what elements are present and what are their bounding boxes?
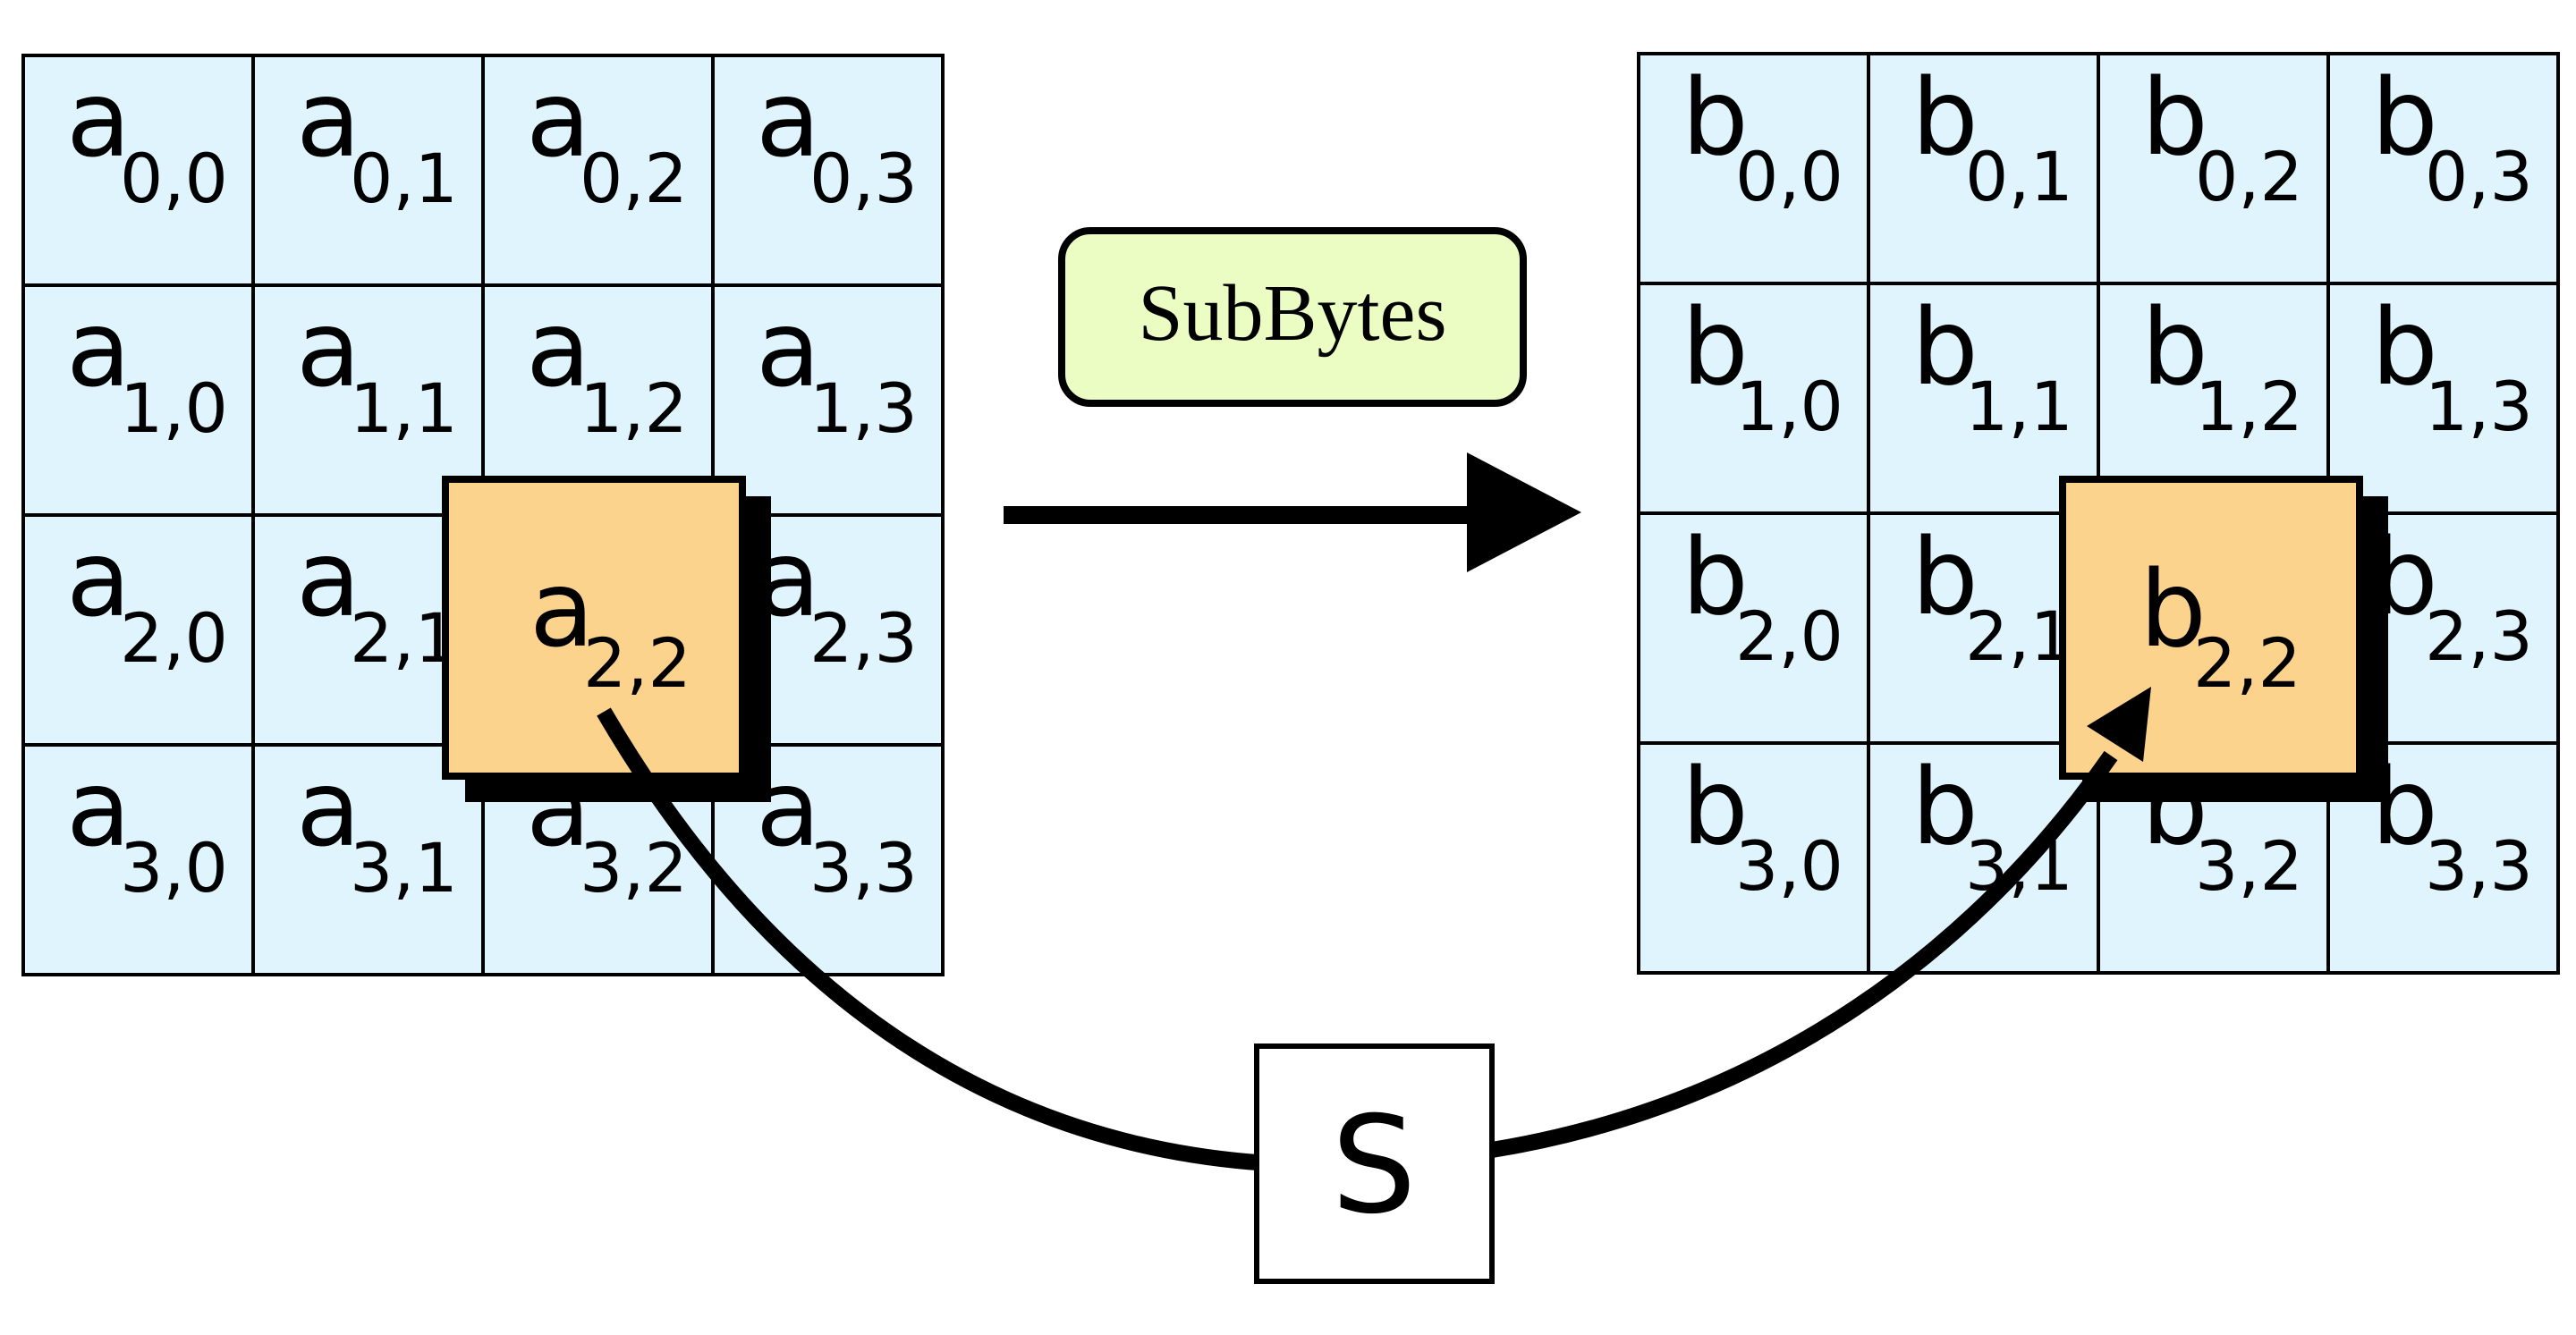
input-cell-letter-0-0: a [66, 57, 131, 181]
output-cell-index-3-0: 3,0 [1735, 826, 1843, 906]
input-highlight-cell: a 2,2 [442, 476, 771, 802]
output-cell-0-1 [1867, 52, 2100, 285]
output-cell-letter-1-0: b [1682, 285, 1749, 409]
input-highlight-letter: a [530, 547, 594, 671]
input-cell-letter-1-0: a [66, 287, 131, 410]
output-cell-2-0 [1637, 511, 1870, 745]
transform-arrow-head [1467, 452, 1581, 572]
sbox-curve-out [1490, 750, 2118, 1158]
input-cell-2-0 [21, 513, 255, 747]
input-cell-index-2-3: 2,3 [809, 598, 918, 678]
output-cell-index-2-1: 2,1 [1965, 596, 2073, 676]
sbox-frame [1254, 1043, 1495, 1284]
input-cell-index-1-3: 1,3 [809, 368, 918, 448]
output-cell-1-2 [2097, 282, 2330, 515]
sbox-label: S [1331, 1088, 1416, 1244]
output-cell-index-3-3: 3,3 [2425, 826, 2533, 906]
input-cell-letter-0-2: a [526, 57, 590, 181]
input-cell-letter-1-1: a [296, 287, 360, 410]
sbox-mapping-arrow [597, 687, 2151, 1170]
input-cell-letter-1-2: a [526, 287, 590, 410]
output-highlight-letter: b [2140, 547, 2207, 671]
output-cell-index-2-3: 2,3 [2425, 596, 2533, 676]
output-cell-3-1 [1867, 741, 2100, 975]
input-cell-index-1-0: 1,0 [120, 368, 228, 448]
input-cell-3-0 [21, 743, 255, 976]
output-cell-letter-1-1: b [1911, 285, 1979, 409]
output-cell-letter-3-1: b [1911, 745, 1979, 868]
output-cell-0-3 [2326, 52, 2560, 285]
output-cell-0-0 [1637, 52, 1870, 285]
input-cell-index-2-0: 2,0 [120, 598, 228, 678]
output-cell-index-0-3: 0,3 [2425, 137, 2533, 216]
subbytes-operation-box: SubBytes [1058, 227, 1527, 407]
input-highlight-index: 2,2 [583, 623, 691, 703]
output-cell-index-1-1: 1,1 [1965, 367, 2073, 446]
subbytes-box-frame [1058, 227, 1527, 407]
input-cell-index-1-2: 1,2 [580, 368, 688, 448]
sbox-curve-in [597, 707, 1258, 1170]
input-cell-0-2 [481, 54, 715, 287]
input-cell-letter-2-1: a [296, 517, 360, 640]
input-cell-letter-3-1: a [296, 747, 360, 870]
input-cell-index-0-2: 0,2 [580, 139, 688, 218]
input-cell-index-3-1: 3,1 [350, 828, 458, 908]
output-cell-index-1-0: 1,0 [1735, 367, 1843, 446]
input-cell-index-0-1: 0,1 [350, 139, 458, 218]
output-cell-letter-0-2: b [2141, 55, 2208, 179]
output-cell-index-1-3: 1,3 [2425, 367, 2533, 446]
output-cell-0-2 [2097, 52, 2330, 285]
transform-arrow [1004, 452, 1581, 572]
input-cell-index-0-0: 0,0 [120, 139, 228, 218]
input-cell-0-3 [711, 54, 945, 287]
input-cell-1-3 [711, 283, 945, 517]
input-cell-letter-0-3: a [756, 57, 820, 181]
output-cell-letter-2-0: b [1682, 515, 1749, 638]
output-cell-letter-2-1: b [1911, 515, 1979, 638]
output-highlight-index: 2,2 [2193, 623, 2301, 703]
input-cell-letter-2-0: a [66, 517, 131, 640]
input-cell-index-2-1: 2,1 [350, 598, 458, 678]
output-cell-letter-0-1: b [1911, 55, 1979, 179]
input-cell-index-0-3: 0,3 [809, 139, 918, 218]
output-cell-3-0 [1637, 741, 1870, 975]
output-cell-letter-1-2: b [2141, 285, 2208, 409]
input-cell-index-1-1: 1,1 [350, 368, 458, 448]
sbox: S [1254, 1043, 1495, 1284]
subbytes-label: SubBytes [1138, 269, 1446, 358]
output-cell-index-3-2: 3,2 [2195, 826, 2303, 906]
output-cell-index-0-0: 0,0 [1735, 137, 1843, 216]
input-cell-letter-1-3: a [756, 287, 820, 410]
output-highlight-cell: b 2,2 [2059, 476, 2388, 802]
output-cell-index-0-2: 0,2 [2195, 137, 2303, 216]
input-cell-letter-0-1: a [296, 57, 360, 181]
output-cell-1-3 [2326, 282, 2560, 515]
output-cell-letter-1-3: b [2371, 285, 2438, 409]
output-cell-letter-0-0: b [1682, 55, 1749, 179]
output-cell-letter-0-3: b [2371, 55, 2438, 179]
input-cell-0-0 [21, 54, 255, 287]
output-cell-1-0 [1637, 282, 1870, 515]
input-cell-letter-3-0: a [66, 747, 131, 870]
output-cell-letter-3-0: b [1682, 745, 1749, 868]
input-cell-index-3-2: 3,2 [580, 828, 688, 908]
input-cell-index-3-0: 3,0 [120, 828, 228, 908]
output-cell-index-0-1: 0,1 [1965, 137, 2073, 216]
sbox-arrow-head [2087, 687, 2151, 762]
input-cell-index-3-3: 3,3 [809, 828, 918, 908]
output-cell-index-2-0: 2,0 [1735, 596, 1843, 676]
input-highlight-box [442, 476, 746, 780]
output-cell-index-1-2: 1,2 [2195, 367, 2303, 446]
